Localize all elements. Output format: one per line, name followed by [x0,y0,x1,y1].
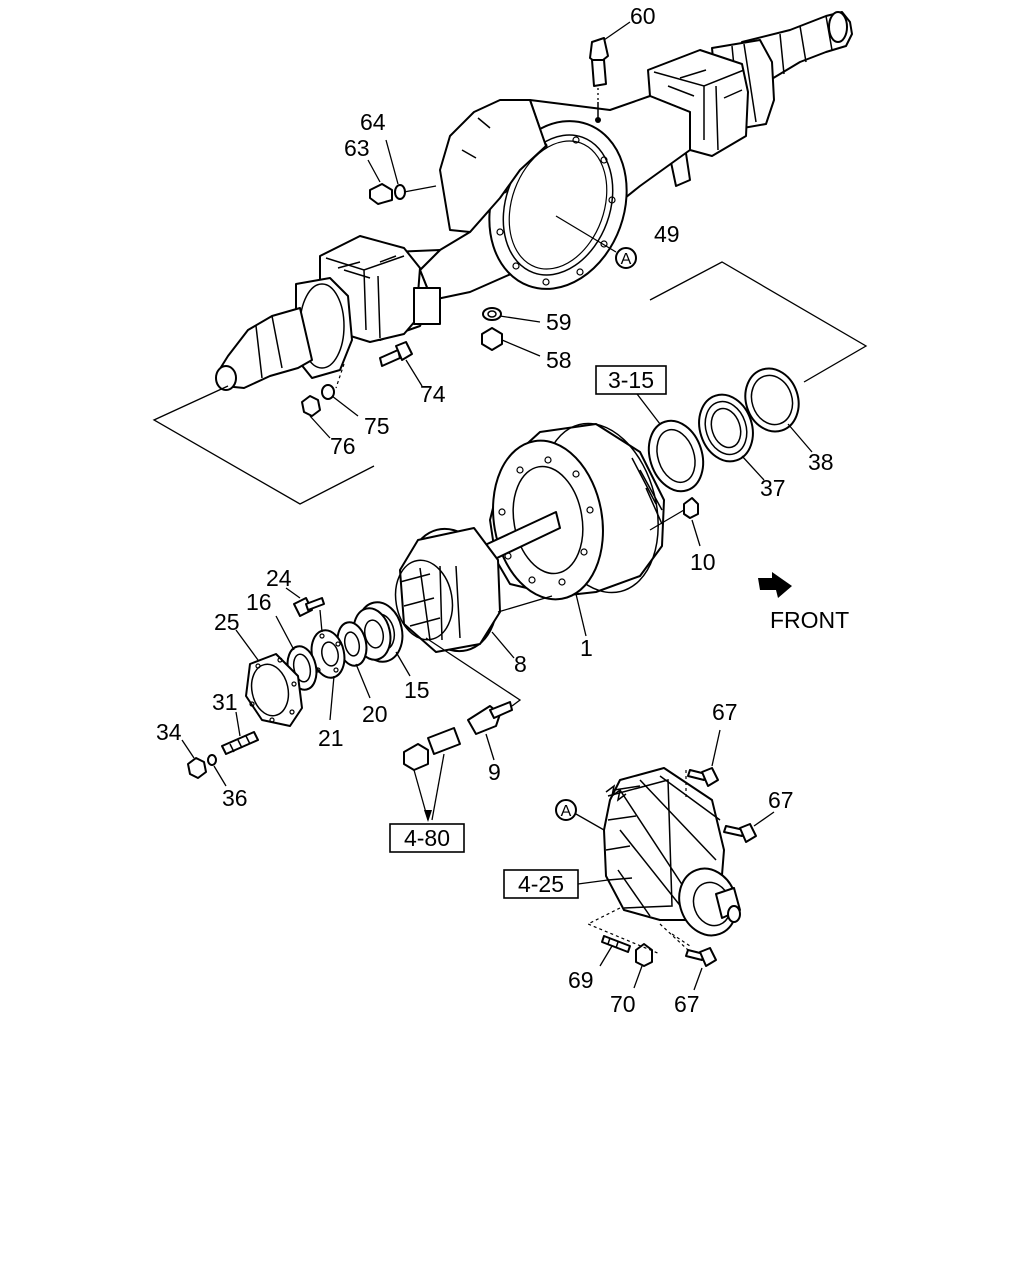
callout-20: 20 [362,701,388,727]
callout-8: 8 [514,651,527,677]
front-label: FRONT [770,607,849,633]
ref-3-15-label[interactable]: 3-15 [608,367,654,393]
assembly-lines-top [152,261,868,505]
callout-9: 9 [488,759,501,785]
callout-24: 24 [266,565,292,591]
part-70-nut [633,943,653,989]
callout-37: 37 [760,475,786,501]
part-9-hub-bolt [467,701,513,761]
callout-31: 31 [212,689,238,715]
part-67-bolt-right [723,811,775,843]
callout-59: 59 [546,309,572,335]
part-69-stud [599,935,631,967]
part-3-15-seal-ring [633,389,705,493]
callout-10: 10 [690,549,716,575]
callout-16: 16 [246,589,272,615]
callout-70: 70 [610,991,636,1017]
ref-4-25-label[interactable]: 4-25 [518,871,564,897]
callout-labels: 60 64 63 49 59 58 74 75 76 37 38 10 1 8 … [156,3,834,1017]
callout-74: 74 [420,381,446,407]
callout-38: 38 [808,449,834,475]
callout-76: 76 [330,433,356,459]
part-60-breather [589,21,631,100]
callout-64: 64 [360,109,386,135]
callout-21: 21 [318,725,344,751]
callout-60: 60 [630,3,656,29]
part-74-bolt [379,341,423,387]
callout-58: 58 [546,347,572,373]
part-4-80-bolt-set [403,727,461,822]
part-10-nut [649,497,701,547]
marker-a-label: A [621,251,632,268]
part-37-bearing [698,393,765,481]
callout-75: 75 [364,413,390,439]
part-38-seal [744,367,813,453]
part-63-64-bolt-washer [367,139,437,205]
arrow-icon [758,572,792,598]
diff-marker-a: A [555,799,605,831]
part-24-bolt [285,587,325,617]
callout-15: 15 [404,677,430,703]
callout-63: 63 [344,135,370,161]
ref-4-80-label[interactable]: 4-80 [404,825,450,851]
axle-housing [215,11,853,391]
callout-36: 36 [222,785,248,811]
assembly-lines-diff [586,907,691,955]
callout-34: 34 [156,719,182,745]
callout-69: 69 [568,967,594,993]
callout-49: 49 [654,221,680,247]
front-arrow: FRONT [758,572,849,633]
part-67-bolt-top [685,729,721,800]
callout-67-right: 67 [768,787,794,813]
ref-box-4-25[interactable]: 4-25 [503,869,609,899]
callout-67-bottom: 67 [674,991,700,1017]
callout-1: 1 [580,635,593,661]
housing-marker-a: A [555,215,637,269]
part-58-59-nut-washer [481,307,541,357]
differential-carrier [603,767,741,937]
part-1-brake-drum [489,422,665,637]
part-34-36-nut-washer [181,739,227,787]
part-75-76-nut-washer [301,363,359,439]
callout-67-top: 67 [712,699,738,725]
assembly-lines-hub [425,595,553,707]
callout-25: 25 [214,609,240,635]
marker-a-label: A [561,803,572,820]
part-25-hub-cap [235,629,303,727]
ref-box-4-80[interactable]: 4-80 [389,823,465,853]
ref-box-3-15[interactable]: 3-15 [595,365,667,395]
part-31-stud [221,711,259,755]
part-67-bolt-bottom [659,923,717,991]
part-8-wheel-hub [394,527,515,659]
